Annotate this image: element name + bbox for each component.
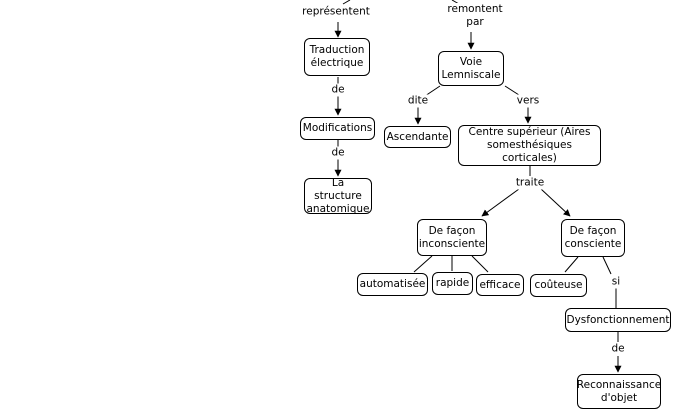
node-de-facon-inconsciente[interactable]: De façon inconsciente [417,219,487,256]
node-efficace[interactable]: efficace [476,274,524,296]
label-de-2: de [330,146,346,160]
label-traite: traite [514,176,546,190]
edge-voie-dite [424,85,441,97]
node-rapide[interactable]: rapide [432,272,473,295]
node-centre-superieur[interactable]: Centre supérieur (Aires somesthésiques c… [458,125,601,166]
label-si: si [610,275,622,289]
node-traduction-electrique[interactable]: Traduction électrique [304,38,370,76]
node-automatisee[interactable]: automatisée [357,273,428,296]
node-la-structure-anatomique[interactable]: La structure anatomique [304,177,372,215]
edge-traite-inconsciente [481,188,520,217]
node-voie-lemniscale[interactable]: Voie Lemniscale [438,51,504,86]
node-dysfonctionnement[interactable]: Dysfonctionnement [565,308,671,332]
edge-traite-consciente [540,188,571,217]
edge-inconsciente-automatisee [413,255,433,273]
label-vers: vers [515,94,541,108]
label-dite: dite [406,94,430,108]
node-ascendante[interactable]: Ascendante [384,126,451,148]
label-de-3: de [610,342,626,356]
node-de-facon-consciente[interactable]: De façon consciente [561,219,625,257]
edge-top-left [342,0,351,5]
label-representent: représentent [301,5,371,19]
label-remontent-par: remontent par [446,3,504,29]
node-reconnaissance-dobjet[interactable]: Reconnaissance d'objet [577,374,661,409]
edge-voie-vers [504,85,520,96]
edge-consciente-si [602,256,612,275]
edge-inconsciente-efficace [471,255,489,273]
label-de-1: de [330,83,346,97]
edge-consciente-couteuse [564,256,579,273]
node-couteuse[interactable]: coûteuse [530,274,587,297]
node-modifications[interactable]: Modifications [300,117,375,140]
